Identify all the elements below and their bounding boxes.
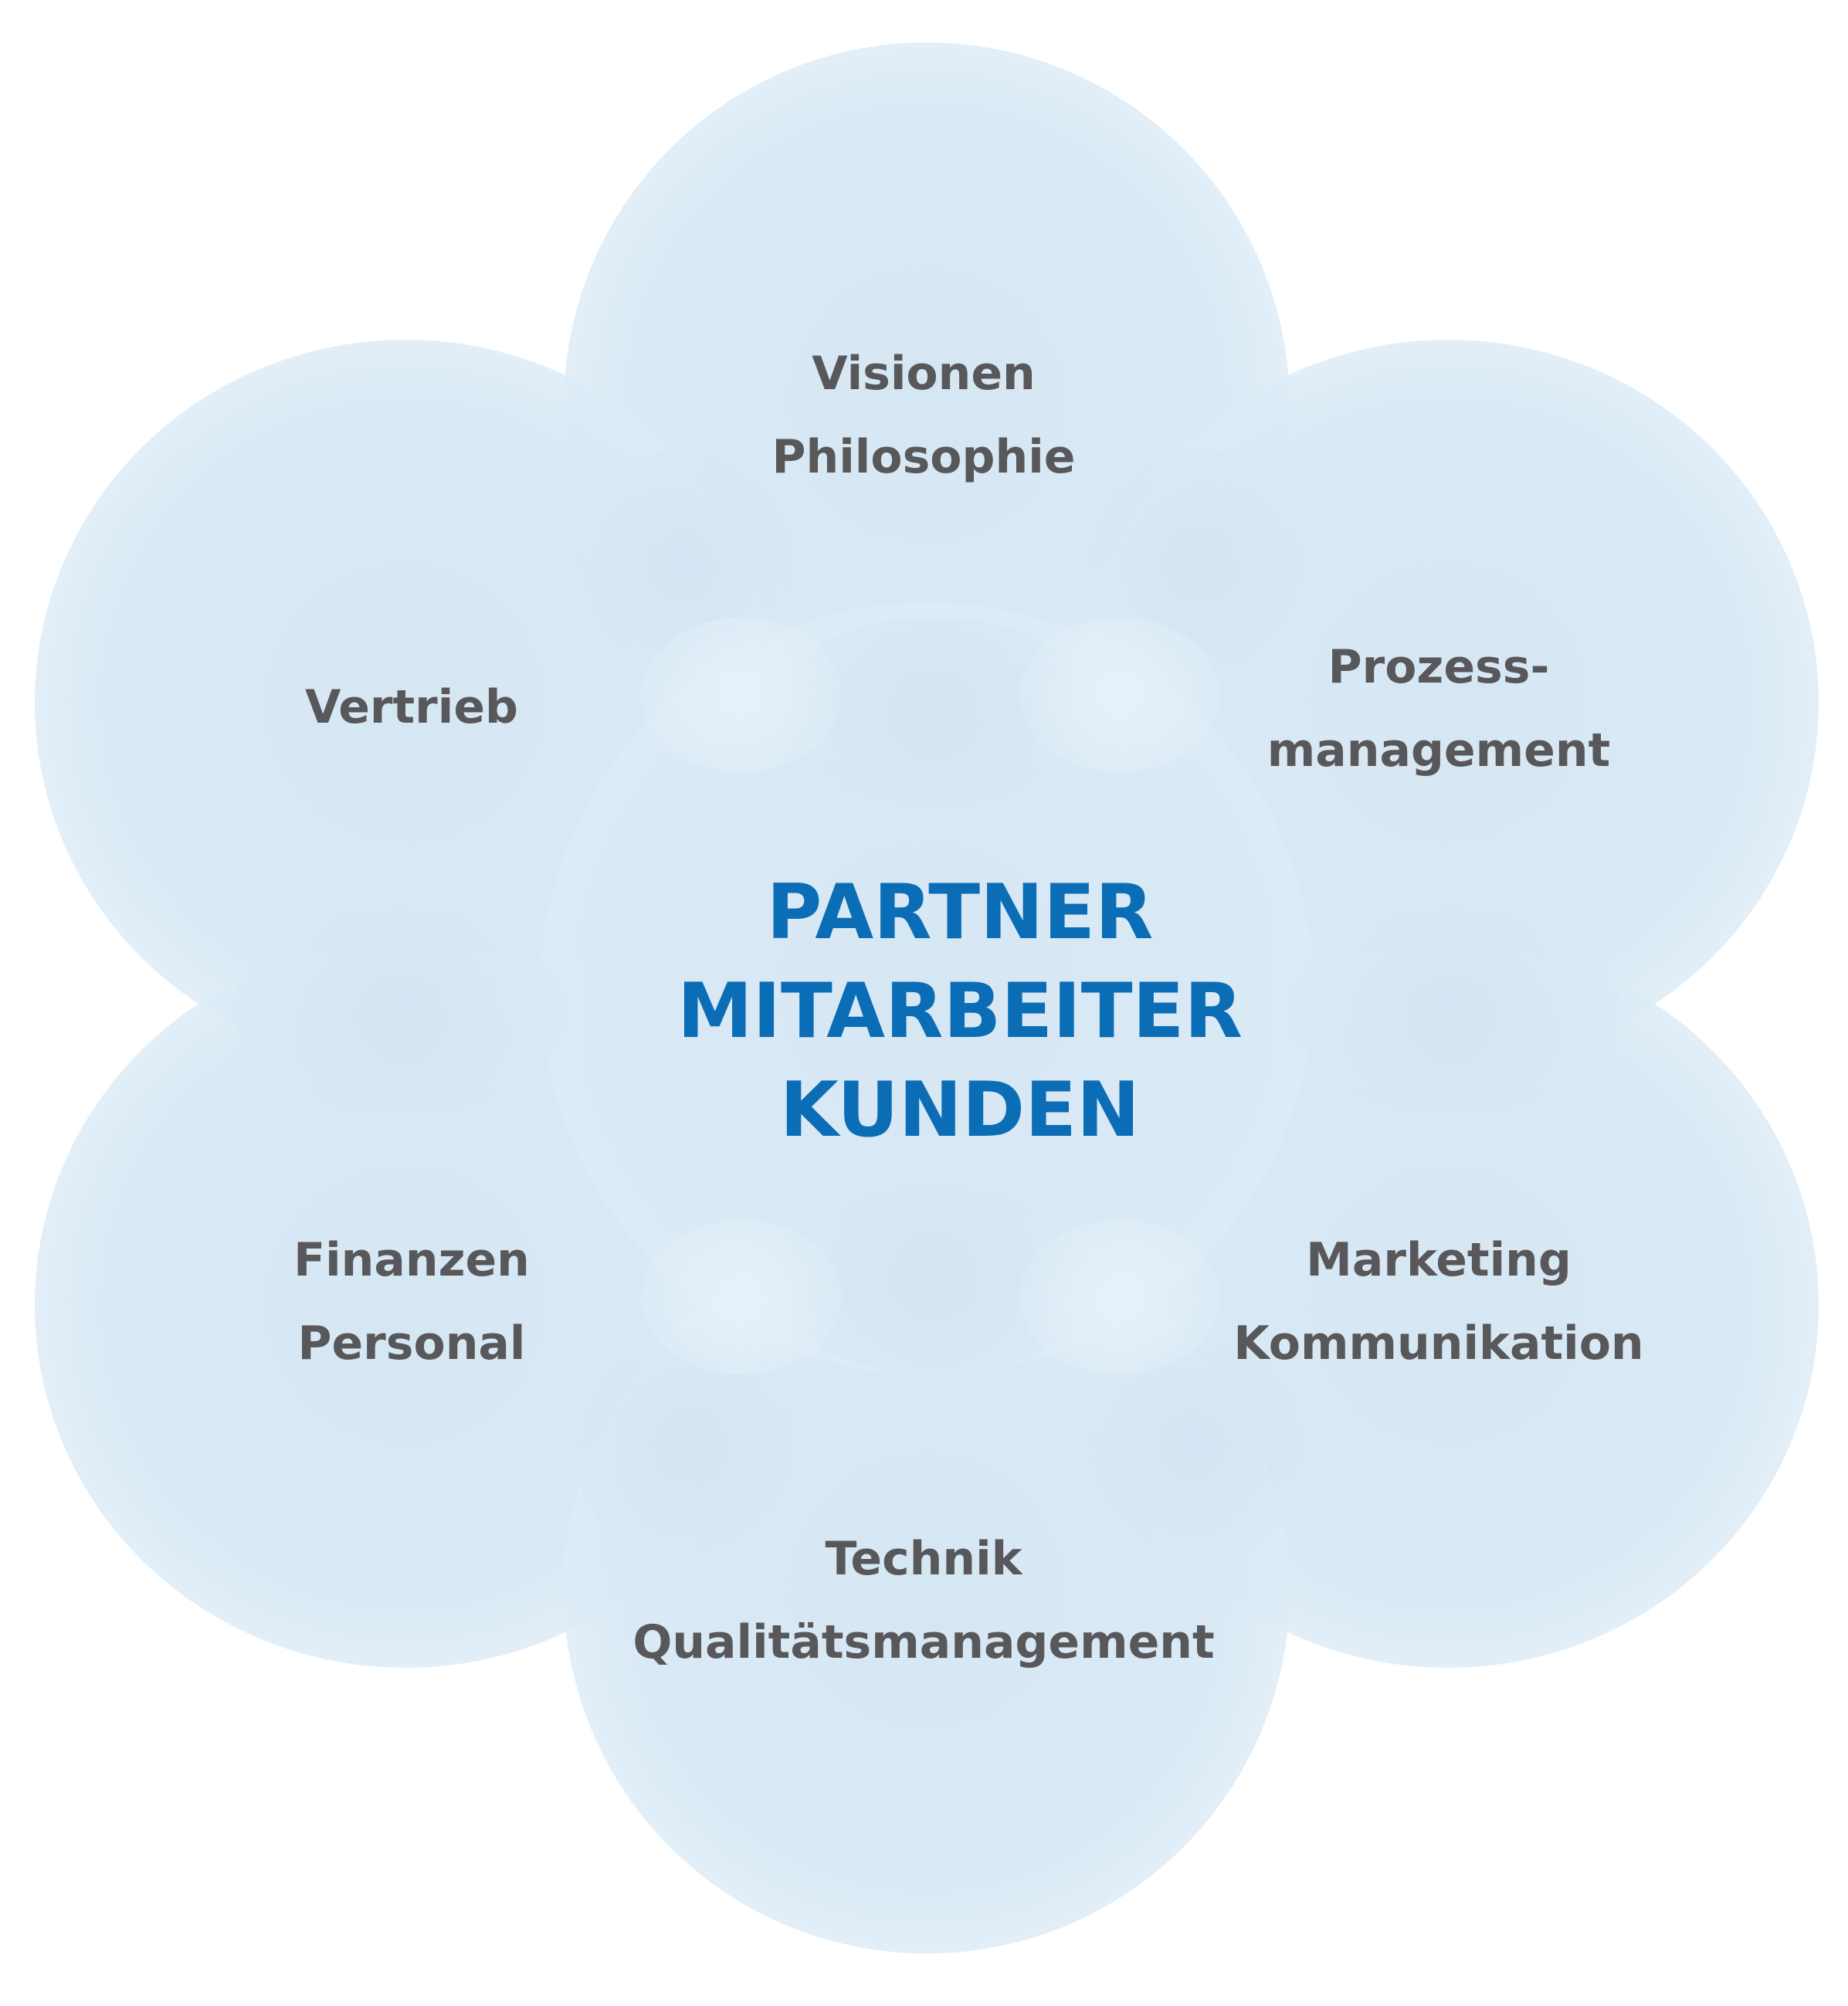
petal-upper-right-line-2: management [1266,723,1611,778]
petal-bottom-label: Technik Qualitätsmanagement [632,1517,1214,1684]
highlight [641,618,842,772]
center-line-3: KUNDEN [779,1066,1141,1154]
petal-upper-right-label: Prozess- management [1267,625,1610,792]
petal-bottom-line-2: Qualitätsmanagement [632,1615,1215,1669]
petal-top-label: Visionen Philosophie [772,332,1076,499]
petal-upper-left-line-1: Vertrieb [305,680,518,734]
petal-lower-right-line-1: Marketing [1306,1233,1572,1287]
petal-lower-left-label: Finanzen Personal [293,1218,530,1385]
center-line-1: PARTNER [766,869,1154,957]
petal-lower-left-line-1: Finanzen [293,1233,530,1287]
petal-lower-right-label: Marketing Kommunikation [1233,1218,1643,1385]
petal-lower-right-line-2: Kommunikation [1233,1316,1644,1371]
highlight [1019,618,1220,772]
overlap-ring [1282,911,1622,1112]
petal-upper-left-label: Vertrieb [305,666,518,749]
petal-top-line-2: Philosophie [771,430,1076,484]
petal-lower-left-line-2: Personal [297,1316,526,1371]
highlight [1019,1220,1220,1374]
overlap-ring [232,911,571,1112]
petal-bottom-line-1: Technik [825,1532,1022,1586]
petal-top-line-1: Visionen [812,347,1036,401]
center-line-2: MITARBEITER [677,967,1243,1056]
highlight [641,1220,842,1374]
center-label: PARTNER MITARBEITER KUNDEN [677,863,1243,1160]
petal-upper-right-line-1: Prozess- [1328,640,1550,694]
